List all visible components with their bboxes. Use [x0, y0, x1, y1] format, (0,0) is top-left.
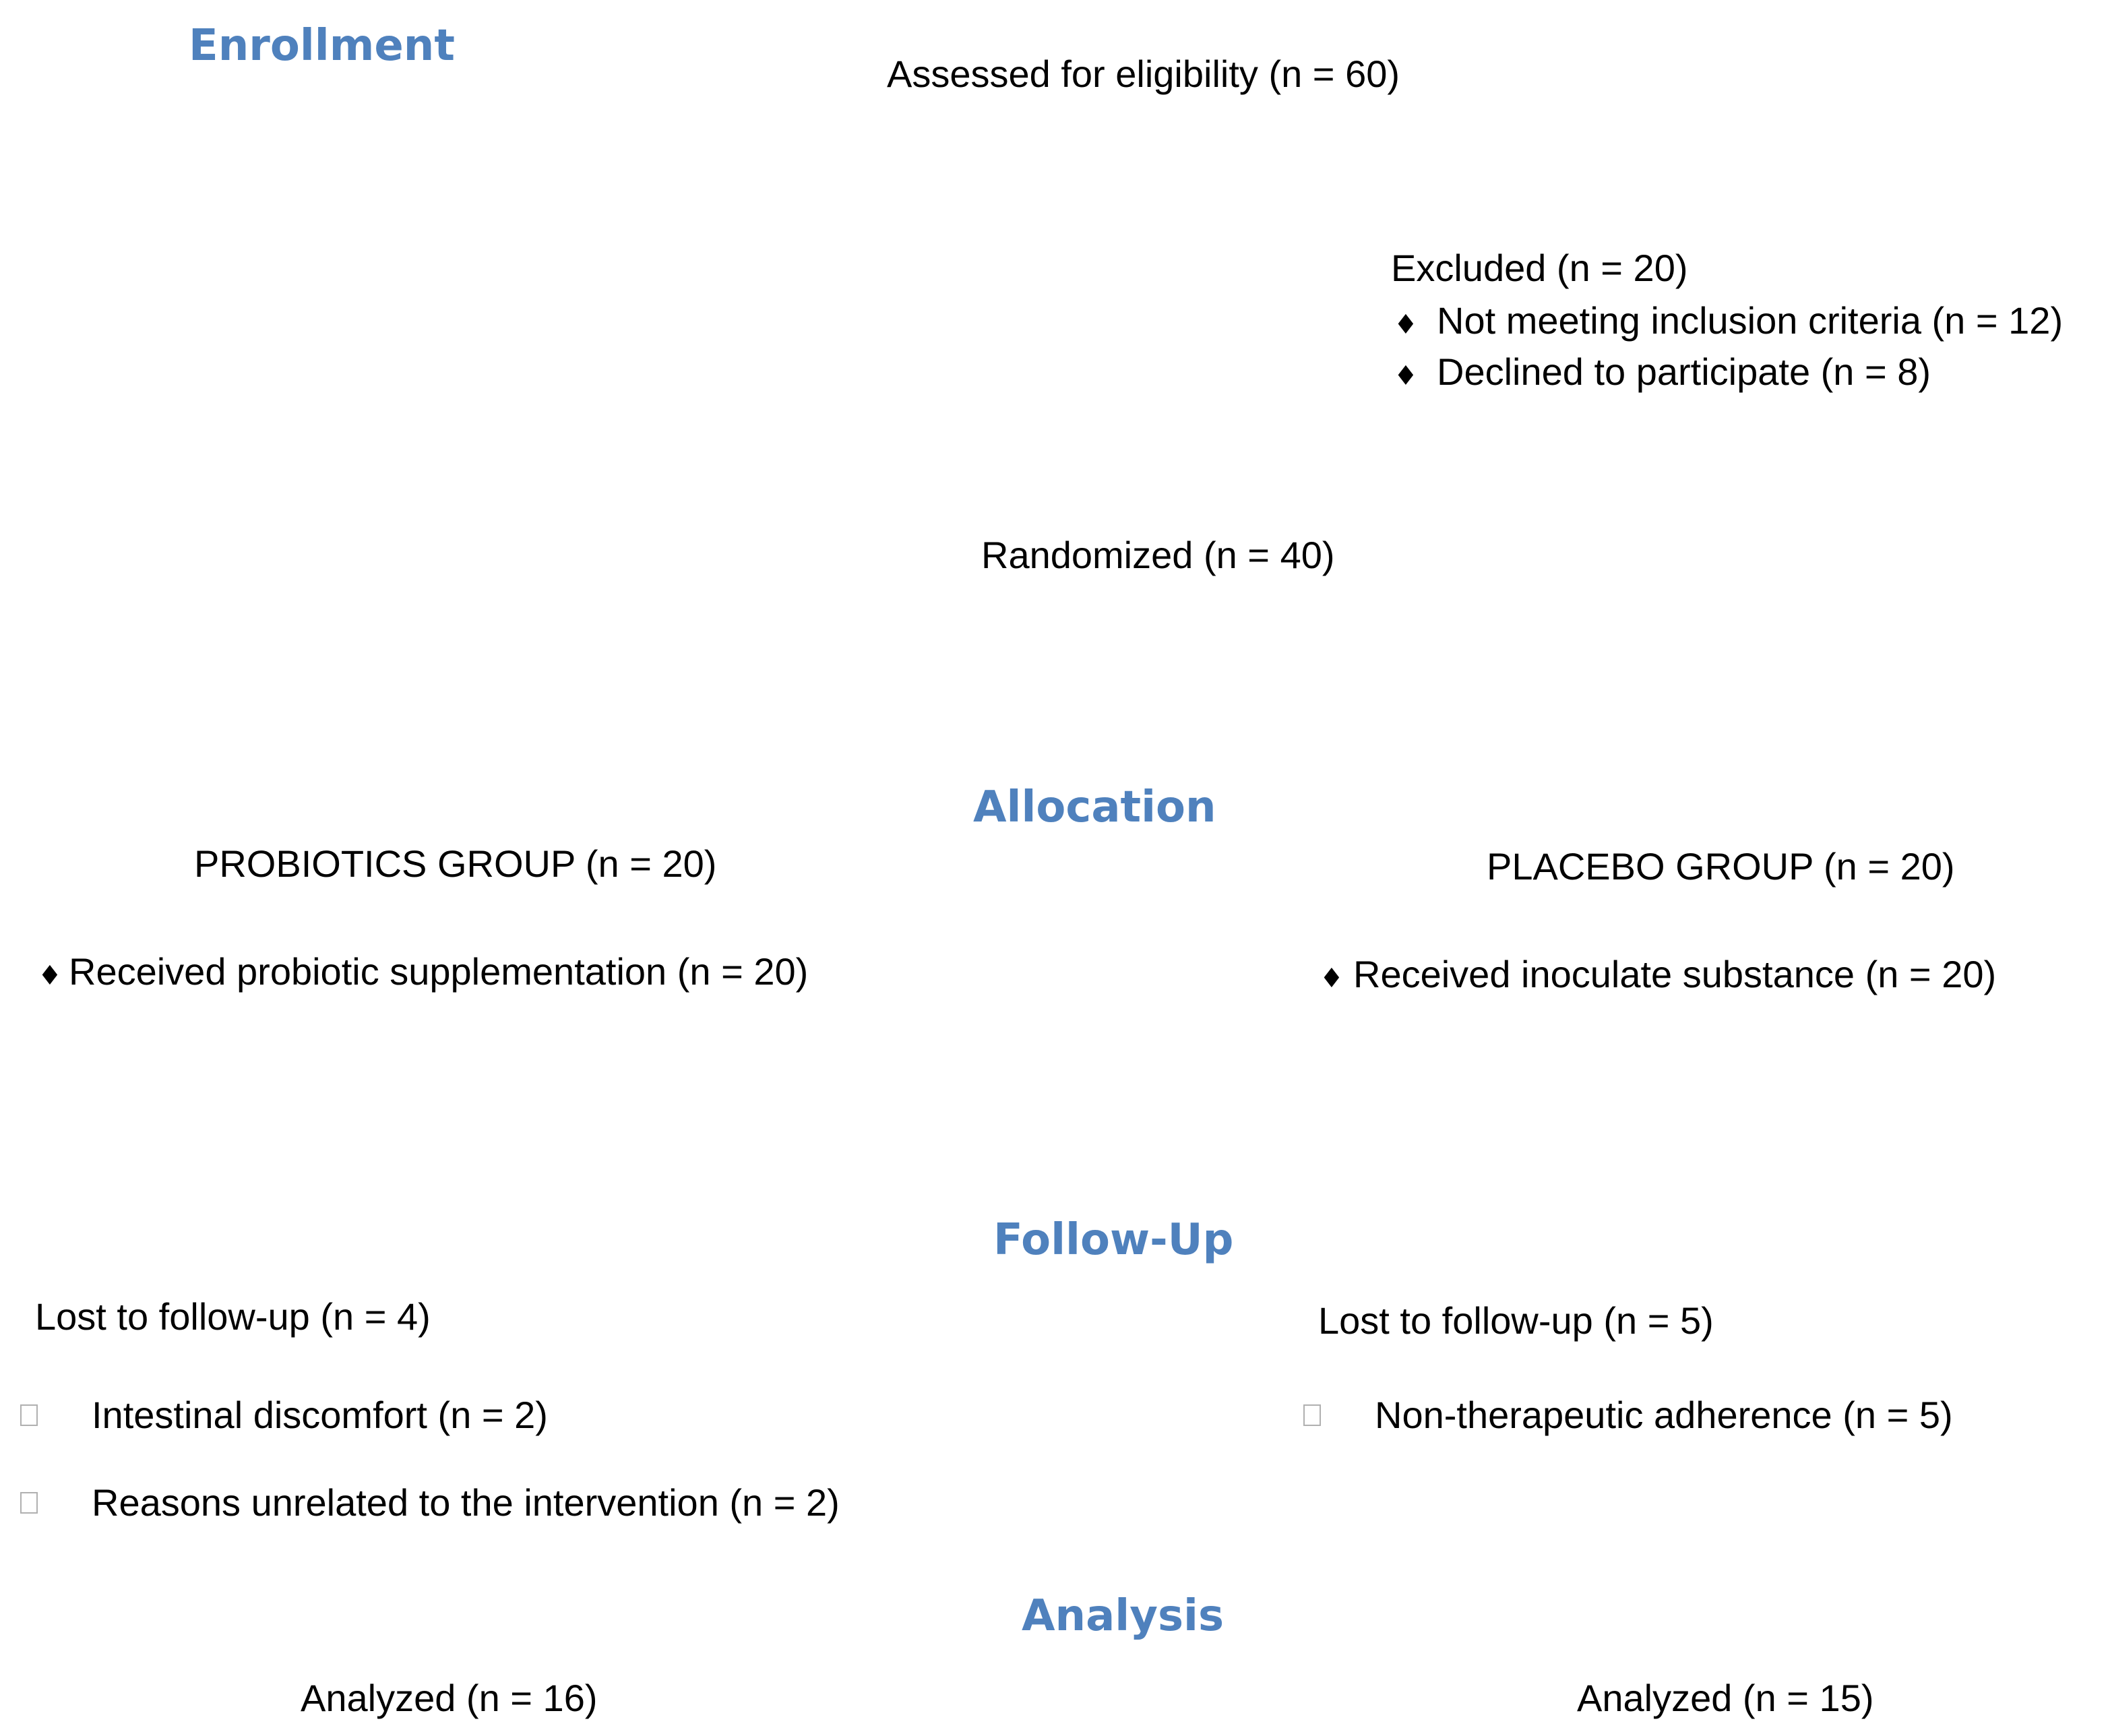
- probiotics-lost-to-follow-up: Lost to follow-up (n = 4): [35, 1295, 431, 1338]
- stage-heading-allocation: Allocation: [973, 782, 1216, 832]
- placebo-analyzed: Analyzed (n = 15): [1577, 1677, 1874, 1719]
- missing-glyph-icon: [20, 1404, 38, 1426]
- diamond-bullet-icon: ♦: [1394, 361, 1418, 392]
- excluded-item-label: Declined to participate (n = 8): [1437, 350, 1931, 393]
- stage-heading-enrollment: Enrollment: [189, 21, 455, 71]
- assessed-for-eligibility: Assessed for eligibility (n = 60): [887, 53, 1400, 95]
- excluded-item-label: Not meeting inclusion criteria (n = 12): [1437, 299, 2064, 342]
- probiotics-follow-up-reason-label: Reasons unrelated to the intervention (n…: [92, 1481, 840, 1524]
- diamond-bullet-icon: ♦: [1394, 309, 1418, 340]
- diamond-bullet-icon: ♦: [1320, 963, 1344, 994]
- placebo-lost-to-follow-up: Lost to follow-up (n = 5): [1318, 1299, 1714, 1342]
- randomized: Randomized (n = 40): [981, 534, 1335, 576]
- probiotics-analyzed: Analyzed (n = 16): [301, 1677, 598, 1719]
- placebo-allocation-label: Received inoculate substance (n = 20): [1353, 953, 1997, 995]
- diamond-bullet-icon: ♦: [38, 960, 62, 991]
- probiotics-group-title: PROBIOTICS GROUP (n = 20): [194, 842, 717, 885]
- placebo-group-title: PLACEBO GROUP (n = 20): [1487, 845, 1955, 888]
- missing-glyph-icon: [1303, 1404, 1321, 1426]
- excluded-title: Excluded (n = 20): [1391, 247, 1688, 289]
- missing-glyph-icon: [20, 1492, 38, 1514]
- probiotics-allocation-label: Received probiotic supplementation (n = …: [69, 950, 809, 993]
- placebo-follow-up-reason-label: Non-therapeutic adherence (n = 5): [1375, 1394, 1953, 1436]
- probiotics-follow-up-reason-label: Intestinal discomfort (n = 2): [92, 1394, 548, 1436]
- stage-heading-follow-up: Follow-Up: [993, 1215, 1234, 1265]
- stage-heading-analysis: Analysis: [1022, 1591, 1224, 1641]
